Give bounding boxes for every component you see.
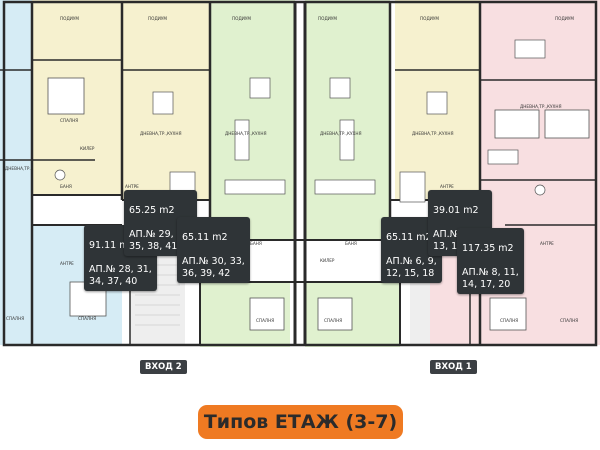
svg-text:БАНЯ: БАНЯ — [60, 184, 72, 189]
svg-text:АНТРЕ: АНТРЕ — [125, 184, 139, 189]
apartment-area: 65.11 m2 — [182, 232, 228, 243]
entrance-1-label: ВХОД 1 — [430, 360, 477, 374]
svg-text:СПАЛНЯ: СПАЛНЯ — [324, 318, 342, 323]
svg-text:ДНЕВНА,ТР.,КУХНЯ: ДНЕВНА,ТР.,КУХНЯ — [225, 131, 267, 136]
svg-text:БАНЯ: БАНЯ — [250, 241, 262, 246]
apartment-tag-6: 117.35 m2 АП.№ 8, 11, 14, 17, 20 — [457, 228, 524, 294]
apartment-area: 65.25 m2 — [129, 205, 175, 216]
svg-text:ДНЕВНА,ТР.,КУХНЯ: ДНЕВНА,ТР.,КУХНЯ — [412, 131, 454, 136]
apartment-numbers: АП.№ 30, 33, 36, 39, 42 — [182, 256, 245, 279]
svg-text:АНТРЕ: АНТРЕ — [60, 261, 74, 266]
svg-text:ДНЕВНА,ТР.,КУХНЯ: ДНЕВНА,ТР.,КУХНЯ — [140, 131, 182, 136]
svg-text:ДНЕВНА,ТР.,КУХНЯ: ДНЕВНА,ТР.,КУХНЯ — [320, 131, 362, 136]
svg-text:СПАЛНЯ: СПАЛНЯ — [560, 318, 578, 323]
apartment-area: 65.11 m2 — [386, 232, 432, 243]
svg-text:КИЛЕР: КИЛЕР — [320, 258, 335, 263]
apartment-numbers: АП.№ 8, 11, 14, 17, 20 — [462, 267, 519, 290]
apartment-area: 39.01 m2 — [433, 205, 479, 216]
svg-text:СПАЛНЯ: СПАЛНЯ — [6, 316, 24, 321]
svg-text:СПАЛНЯ: СПАЛНЯ — [60, 118, 78, 123]
svg-text:ПОДИУМ: ПОДИУМ — [148, 16, 167, 21]
svg-text:ПОДИУМ: ПОДИУМ — [555, 16, 574, 21]
svg-text:АНТРЕ: АНТРЕ — [540, 241, 554, 246]
svg-text:БАНЯ: БАНЯ — [345, 241, 357, 246]
floor-title-badge: Типов ЕТАЖ (3-7) — [198, 405, 403, 439]
svg-text:СПАЛНЯ: СПАЛНЯ — [78, 316, 96, 321]
svg-text:АНТРЕ: АНТРЕ — [440, 184, 454, 189]
svg-text:ПОДИУМ: ПОДИУМ — [318, 16, 337, 21]
svg-text:ДНЕВНА,ТР.,КУХНЯ: ДНЕВНА,ТР.,КУХНЯ — [520, 104, 562, 109]
svg-text:СПАЛНЯ: СПАЛНЯ — [500, 318, 518, 323]
svg-text:ПОДИУМ: ПОДИУМ — [232, 16, 251, 21]
svg-text:КИЛЕР: КИЛЕР — [80, 146, 95, 151]
apartment-numbers: АП.№ 28, 31, 34, 37, 40 — [89, 264, 152, 287]
entrance-2-label: ВХОД 2 — [140, 360, 187, 374]
apartment-area: 117.35 m2 — [462, 243, 514, 254]
svg-text:ДНЕВНА,ТР.: ДНЕВНА,ТР. — [5, 166, 31, 171]
svg-text:СПАЛНЯ: СПАЛНЯ — [256, 318, 274, 323]
apartment-numbers: АП.№ 6, 9, 12, 15, 18 — [386, 256, 437, 279]
room-label: ПОДИУМ — [60, 16, 79, 21]
apartment-tag-3: 65.11 m2 АП.№ 30, 33, 36, 39, 42 — [177, 217, 250, 283]
svg-text:ПОДИУМ: ПОДИУМ — [420, 16, 439, 21]
